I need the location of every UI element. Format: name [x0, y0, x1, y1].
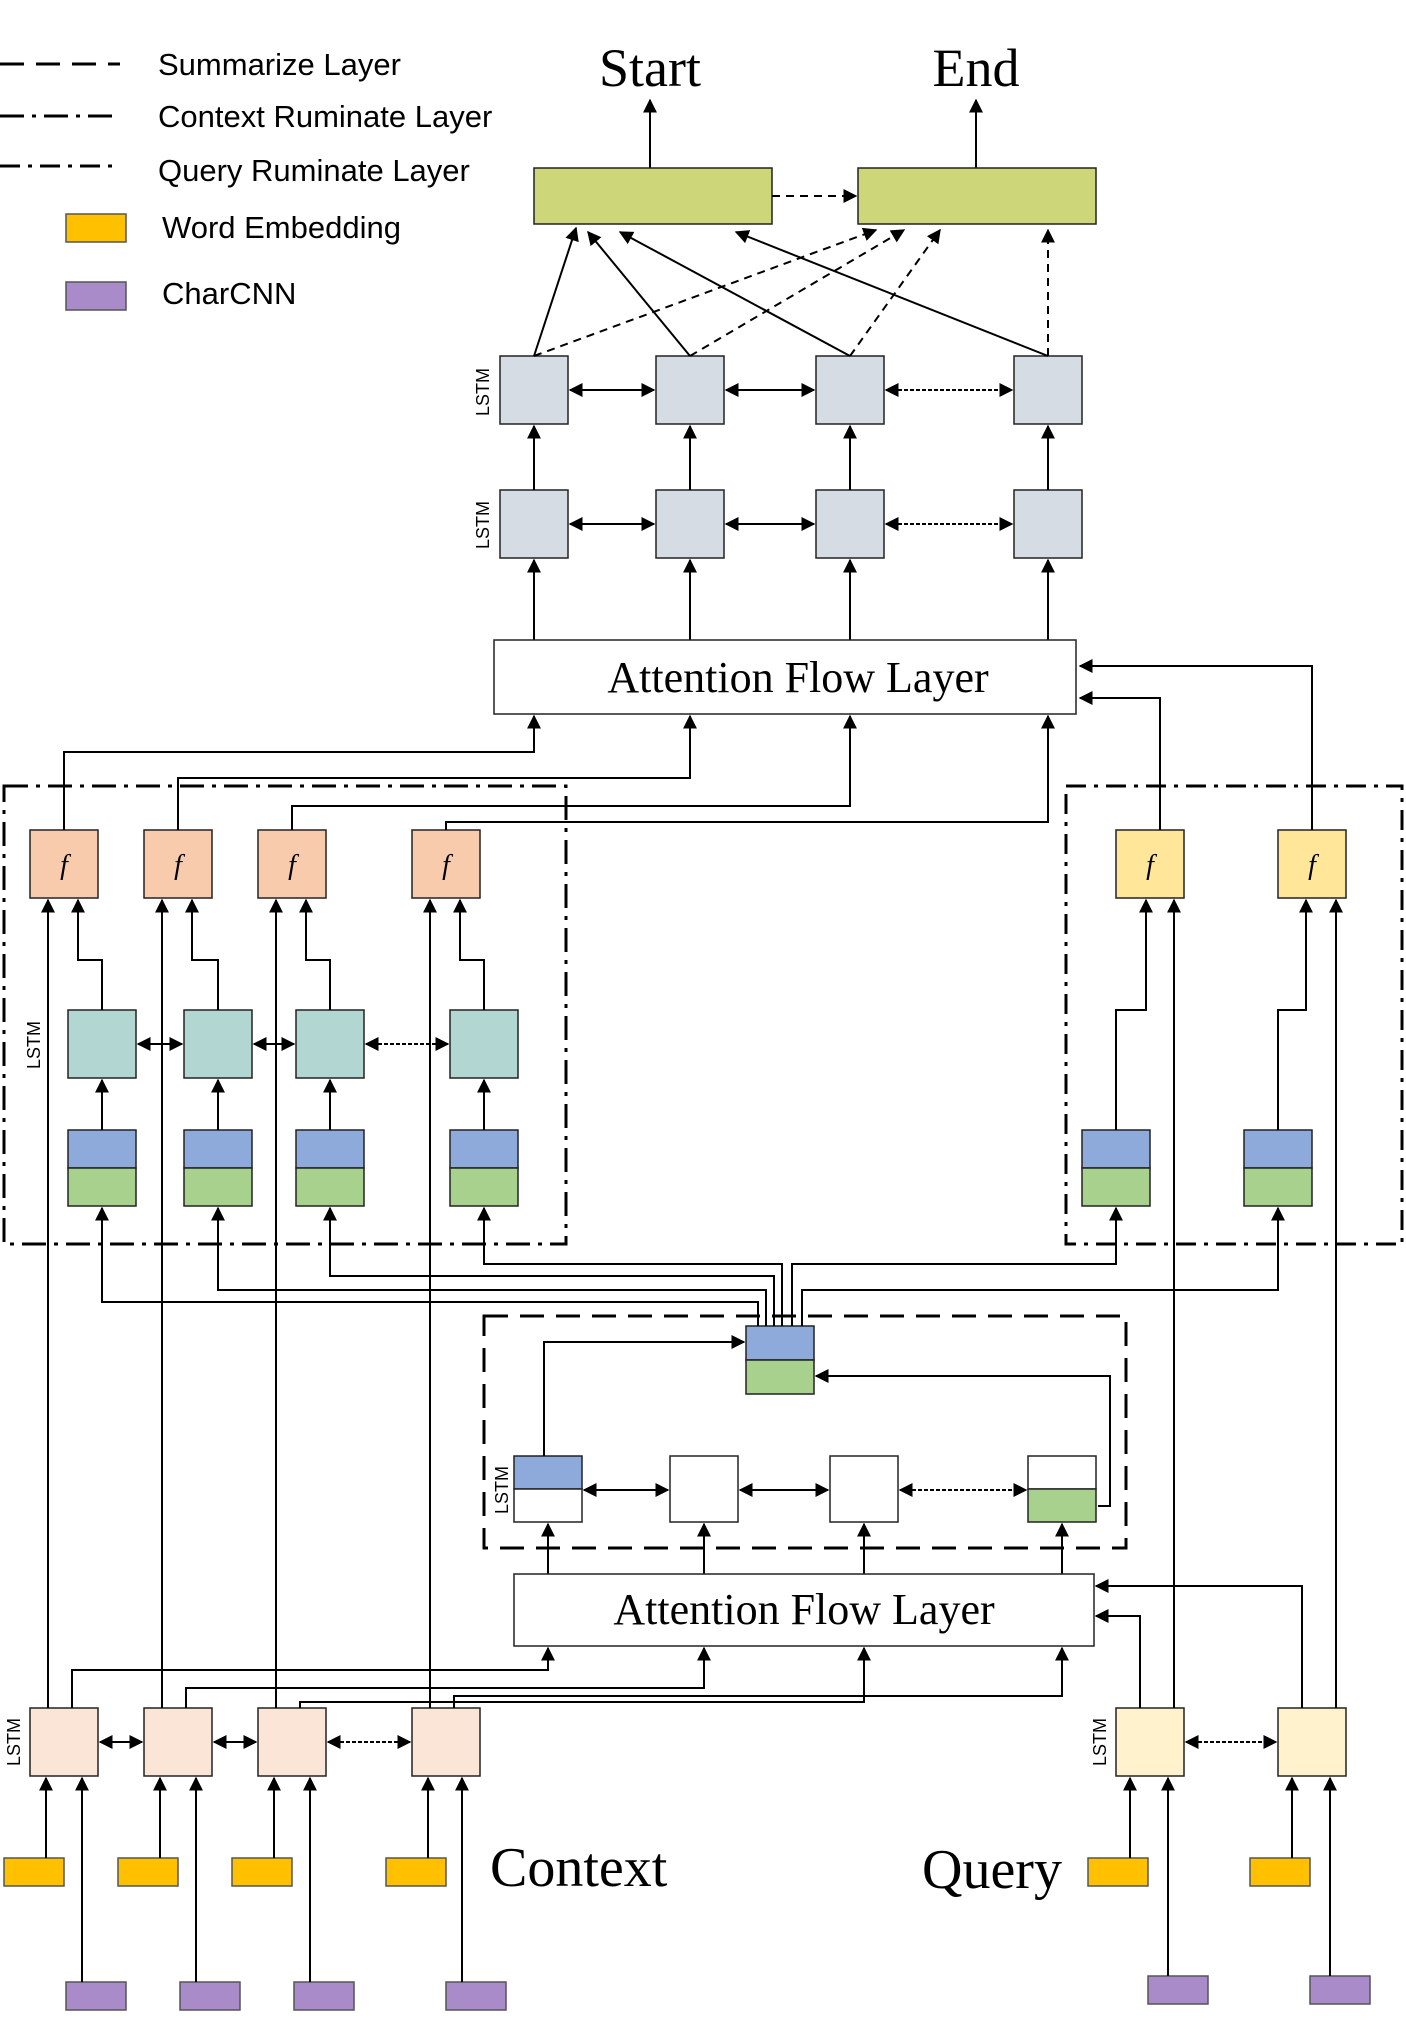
context-lstm-cell — [29, 1707, 99, 1777]
query-charcnn — [1309, 1975, 1371, 2005]
query-f-label: f — [1146, 850, 1157, 881]
query-encoding-green — [1081, 1167, 1151, 1207]
context-encoding-green — [449, 1167, 519, 1207]
summarize-lstm-cell-last-green — [1027, 1488, 1097, 1523]
context-f-label: f — [442, 850, 453, 881]
context-lstm-cell — [411, 1707, 481, 1777]
context-charcnn — [65, 1981, 127, 2011]
modeling-lstm-cell — [815, 355, 885, 425]
query-word-embedding — [1249, 1857, 1311, 1887]
query-f-label: f — [1308, 850, 1319, 881]
attention-flow-layer-top — [493, 639, 1077, 715]
query-encoding-blue — [1243, 1129, 1313, 1169]
charcnn-legend-label: CharCNN — [162, 276, 296, 311]
query-ruminate-boundary — [1064, 784, 1404, 1246]
context-f-label: f — [288, 850, 299, 881]
attention-flow-layer-bottom-label: Attention Flow Layer — [613, 1585, 995, 1634]
modeling-lstm-cell — [499, 489, 569, 559]
modeling-lstm-upper-label: LSTM — [473, 368, 493, 416]
summarize-lstm-cell-last-white — [1027, 1455, 1097, 1490]
summarize-legend-label: Summarize Layer — [158, 47, 401, 82]
context-f-label: f — [60, 850, 71, 881]
context-ruminate-legend-label: Context Ruminate Layer — [158, 99, 492, 134]
context-f-gate — [143, 829, 213, 899]
context-lstm-label: LSTM — [4, 1718, 24, 1766]
context-f-gate — [29, 829, 99, 899]
context-lstm-cell — [257, 1707, 327, 1777]
summarize-lstm-cell-first-blue — [513, 1455, 583, 1490]
summarize-lstm-cell — [829, 1455, 899, 1523]
end-label: End — [933, 38, 1020, 98]
modeling-lstm-lower-label: LSTM — [473, 501, 493, 549]
context-word-embedding — [231, 1857, 293, 1887]
start-label: Start — [599, 38, 701, 98]
context-f-label: f — [174, 850, 185, 881]
ruminate-lstm-cell — [295, 1009, 365, 1079]
summary-vector-blue — [745, 1325, 815, 1361]
context-f-gate — [257, 829, 327, 899]
query-encoder: LSTM Query — [922, 898, 1371, 2005]
ruminate-lstm-cell — [449, 1009, 519, 1079]
query-ruminate-legend-label: Query Ruminate Layer — [158, 153, 470, 188]
summarize-lstm-cell-first-white — [513, 1488, 583, 1523]
context-encoding-blue — [449, 1129, 519, 1169]
context-word-embedding — [117, 1857, 179, 1887]
modeling-lstm-cell — [655, 489, 725, 559]
summarize-lstm-label: LSTM — [492, 1466, 512, 1514]
context-charcnn — [445, 1981, 507, 2011]
word-embedding-legend-label: Word Embedding — [162, 210, 401, 245]
context-word-embedding — [385, 1857, 447, 1887]
modeling-lstm-cell — [815, 489, 885, 559]
query-ruminate-layer: f f — [1064, 659, 1404, 1246]
context-encoding-blue — [295, 1129, 365, 1169]
context-encoding-green — [67, 1167, 137, 1207]
query-lstm-cell — [1115, 1707, 1185, 1777]
query-lstm-label: LSTM — [1090, 1718, 1110, 1766]
query-lstm-cell — [1277, 1707, 1347, 1777]
summarize-layer: LSTM — [95, 1206, 1285, 1574]
context-encoding-green — [295, 1167, 365, 1207]
context-lstm-cell — [143, 1707, 213, 1777]
output-layer: Start End — [533, 38, 1097, 225]
context-charcnn — [293, 1981, 355, 2011]
context-ruminate-boundary — [2, 784, 568, 1246]
query-encoding-green — [1243, 1167, 1313, 1207]
context-ruminate-lstm-label: LSTM — [24, 1021, 44, 1069]
query-encoding-blue — [1081, 1129, 1151, 1169]
modeling-lstm-cell — [499, 355, 569, 425]
context-f-gate — [411, 829, 481, 899]
context-input-label: Context — [490, 1837, 668, 1899]
context-encoding-blue — [183, 1129, 253, 1169]
ruminate-lstm-cell — [183, 1009, 253, 1079]
context-encoding-blue — [67, 1129, 137, 1169]
ruminate-lstm-cell — [67, 1009, 137, 1079]
end-output-block — [857, 167, 1097, 225]
query-word-embedding — [1087, 1857, 1149, 1887]
attention-flow-layer-bottom — [513, 1573, 1095, 1647]
modeling-layer: LSTM LSTM — [473, 226, 1083, 640]
context-encoding-green — [183, 1167, 253, 1207]
query-f-gate — [1115, 829, 1185, 899]
modeling-lstm-cell — [655, 355, 725, 425]
context-charcnn — [179, 1981, 241, 2011]
summary-vector-green — [745, 1359, 815, 1395]
start-output-block — [533, 167, 773, 225]
legend: Summarize Layer Context Ruminate Layer Q… — [0, 47, 492, 311]
query-charcnn — [1147, 1975, 1209, 2005]
context-word-embedding — [3, 1857, 65, 1887]
summarize-lstm-cell — [669, 1455, 739, 1523]
summarize-boundary — [482, 1314, 1128, 1550]
charcnn-legend-swatch — [65, 281, 127, 311]
context-encoder: LSTM Context — [3, 898, 1069, 2011]
attention-flow-layer-top-label: Attention Flow Layer — [607, 653, 989, 702]
modeling-lstm-cell — [1013, 489, 1083, 559]
modeling-lstm-cell — [1013, 355, 1083, 425]
query-input-label: Query — [922, 1839, 1062, 1901]
context-ruminate-layer: LSTM f f f f — [2, 714, 1055, 1246]
word-embedding-legend-swatch — [65, 213, 127, 243]
